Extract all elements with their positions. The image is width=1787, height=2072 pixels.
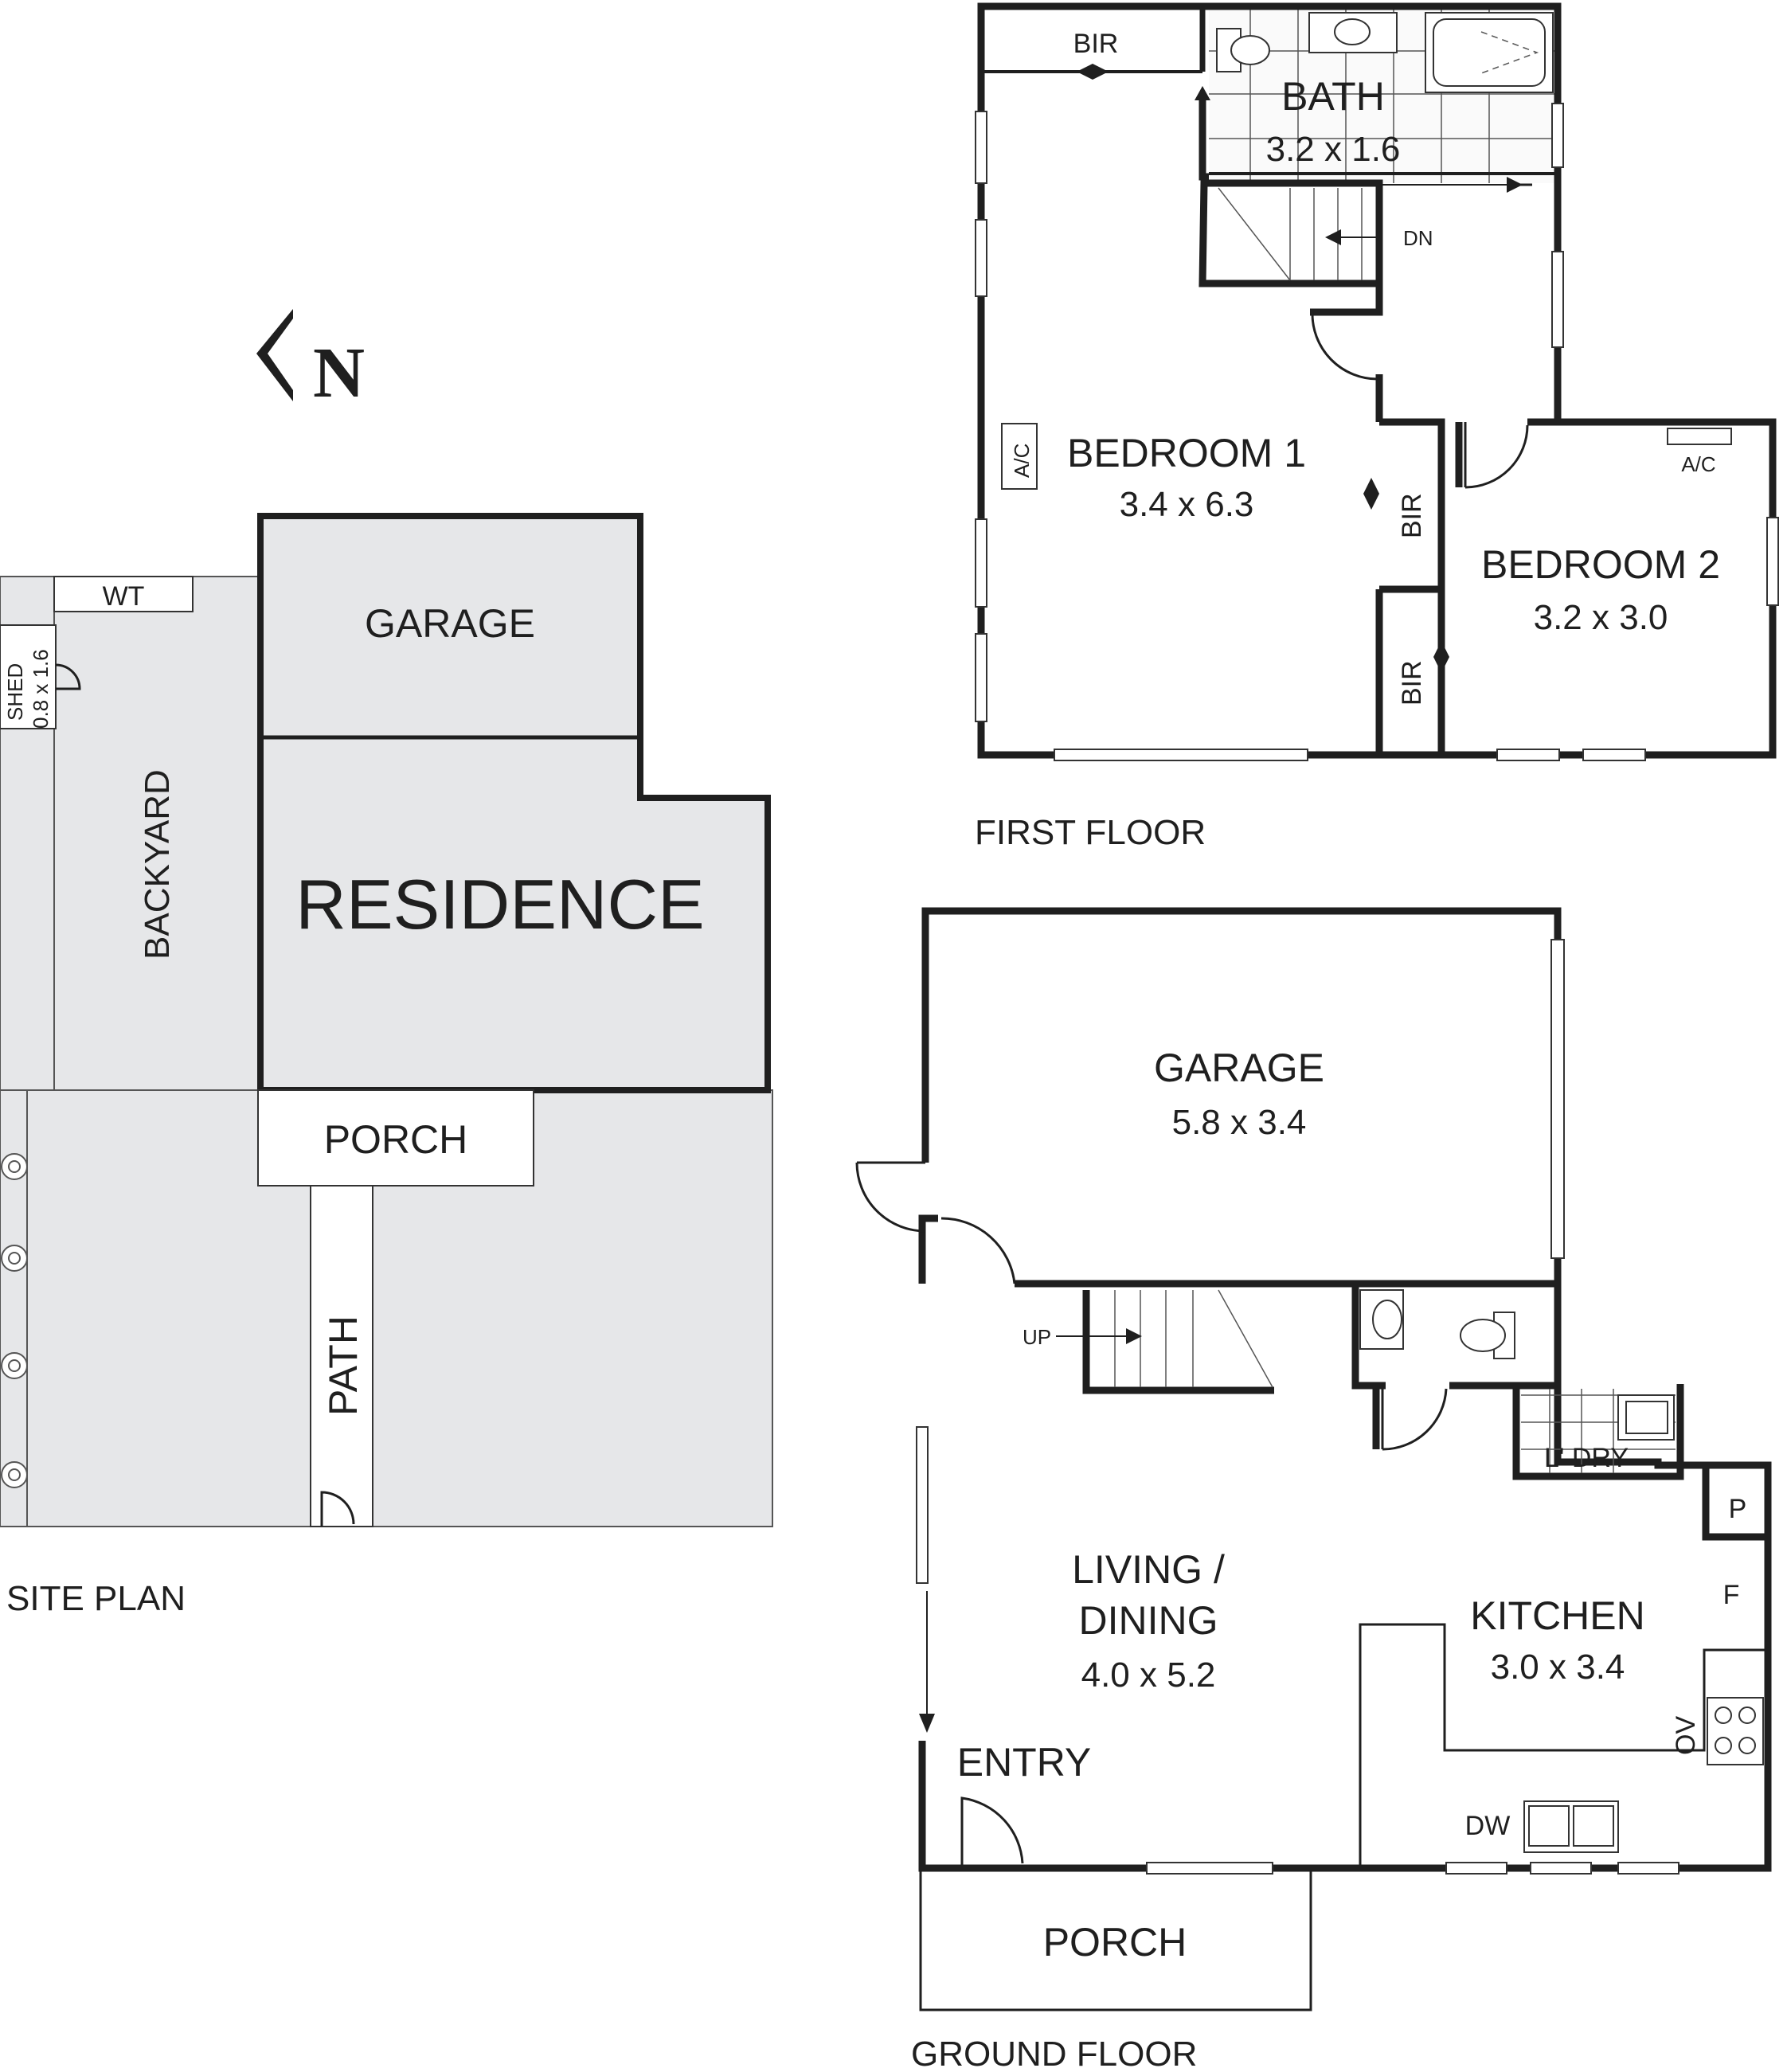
bir-low-arrow-up	[1433, 641, 1449, 657]
stairs-icon	[1218, 187, 1363, 281]
shed-label: SHED	[3, 663, 27, 721]
gate-icon	[320, 1491, 355, 1527]
bath-size: 3.2 x 1.6	[1266, 130, 1401, 169]
bedroom2-name: BEDROOM 2	[1481, 542, 1720, 587]
first-floor-windows	[975, 103, 1779, 761]
bir-mid-arrow-up	[1363, 478, 1379, 494]
hall-door-swing	[940, 1217, 1016, 1284]
laundry-trough-icon	[1617, 1394, 1675, 1441]
bath-left-wall	[1199, 96, 1209, 181]
entry-door-swing	[960, 1796, 1024, 1868]
bath-door-arrow	[1195, 86, 1210, 100]
powder-basin-icon	[1359, 1289, 1404, 1350]
bir-top-arrow-left	[1077, 64, 1093, 80]
first-floor-caption: FIRST FLOOR	[975, 813, 1206, 852]
ac2-label: A/C	[1681, 452, 1715, 476]
ground-floor-caption: GROUND FLOOR	[911, 2035, 1197, 2072]
kitchen-size: 3.0 x 3.4	[1491, 1648, 1625, 1687]
garage-side-door	[855, 1161, 926, 1233]
bath-exit-arrow	[1507, 177, 1523, 193]
cooktop-icon	[1707, 1697, 1764, 1765]
bedroom1-size: 3.4 x 6.3	[1120, 485, 1254, 524]
dishwasher-label: DW	[1465, 1811, 1511, 1841]
site-path	[310, 1185, 373, 1527]
residence-label: RESIDENCE	[295, 865, 704, 944]
first-floor-plan: A/C A/C BIR BATH 3.2 x 1.6 DN	[975, 2, 1779, 852]
shed-size-label: 0.8 x 1.6	[29, 649, 53, 729]
garage-name: GARAGE	[1154, 1046, 1324, 1090]
living-name-line1: LIVING /	[1072, 1547, 1225, 1592]
powder-door-swing	[1381, 1387, 1448, 1451]
pantry-label: P	[1729, 1494, 1747, 1524]
up-label: UP	[1023, 1325, 1051, 1349]
ground-floor-windows	[916, 1426, 1679, 1875]
basin-icon	[1308, 12, 1398, 53]
kitchen-name: KITCHEN	[1470, 1593, 1644, 1638]
bir-top-label: BIR	[1073, 29, 1119, 59]
ground-floor-plan: UP L' DRY P F	[855, 907, 1772, 2072]
laundry-walls	[1512, 1384, 1684, 1480]
site-porch	[257, 1089, 534, 1187]
bir-low-label: BIR	[1397, 660, 1427, 706]
bir-mid-arrow-down	[1363, 494, 1379, 510]
site-porch-label: PORCH	[324, 1117, 468, 1162]
north-arrow-icon: N	[256, 309, 365, 412]
site-garage-label: GARAGE	[365, 601, 535, 646]
bir-low-closet	[1379, 585, 1445, 755]
stair-box	[1199, 179, 1383, 287]
oven-label: OV	[1671, 1716, 1701, 1755]
garage-roller-door	[1550, 939, 1565, 1259]
laundry-label: L' DRY	[1544, 1443, 1629, 1473]
garage-size: 5.8 x 3.4	[1172, 1103, 1307, 1142]
backyard-label: BACKYARD	[138, 769, 177, 960]
first-floor-outer-walls	[977, 2, 1777, 759]
site-plan-caption: SITE PLAN	[6, 1579, 186, 1618]
bir-top-arrow-right	[1093, 64, 1109, 80]
up-arrow-icon	[1126, 1328, 1142, 1344]
bedroom1-name: BEDROOM 1	[1067, 431, 1306, 475]
ac1-label: A/C	[1010, 444, 1034, 478]
bedroom1-door-swing	[1311, 311, 1378, 381]
bath-name: BATH	[1281, 74, 1385, 119]
ground-porch-label: PORCH	[1043, 1920, 1187, 1964]
stairs-up-icon	[1114, 1289, 1273, 1388]
bir-mid-label: BIR	[1397, 493, 1427, 538]
water-tank	[53, 576, 194, 612]
path-label: PATH	[321, 1316, 366, 1416]
shed	[0, 624, 57, 729]
wt-label: WT	[103, 581, 145, 612]
ac-unit-1	[1001, 423, 1038, 490]
kitchen-sink-icon	[1523, 1800, 1619, 1853]
kitchen-bench	[1359, 1623, 1765, 1868]
down-arrow-icon	[1325, 229, 1341, 245]
hall-wall	[1310, 283, 1383, 316]
tree-icons	[1, 1153, 28, 1488]
shed-door	[55, 663, 81, 690]
bedroom2-door-swing	[1464, 422, 1529, 489]
bedroom2-size: 3.2 x 3.0	[1534, 598, 1668, 637]
north-letter: N	[313, 334, 365, 412]
site-plan: WT SHED 0.8 x 1.6 BACKYARD GARAGE RESIDE…	[0, 513, 773, 1618]
living-size: 4.0 x 5.2	[1081, 1656, 1216, 1695]
toilet-icon	[1216, 28, 1270, 72]
powder-toilet-icon	[1460, 1312, 1515, 1359]
dn-label: DN	[1403, 226, 1433, 250]
pantry-walls	[1702, 1465, 1768, 1541]
fridge-label: F	[1723, 1580, 1740, 1610]
living-name-line2: DINING	[1079, 1598, 1218, 1643]
bathtub-icon	[1425, 12, 1554, 93]
entry-label: ENTRY	[957, 1740, 1092, 1785]
ground-porch-outline	[919, 1871, 1312, 2011]
entry-arrow-icon	[919, 1714, 935, 1733]
ac-unit-2	[1667, 428, 1732, 445]
laundry-tiles	[1521, 1389, 1676, 1473]
ground-floor-outer-walls	[918, 907, 1772, 1872]
bir-low-arrow-down	[1433, 657, 1449, 673]
stair-wall	[1082, 1290, 1274, 1394]
